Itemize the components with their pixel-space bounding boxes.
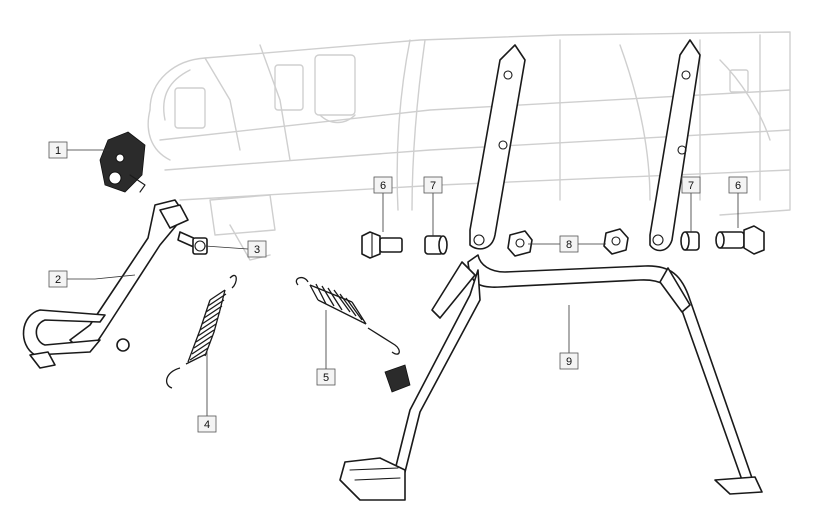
side-stand — [22, 199, 189, 369]
background-frame-outline — [147, 31, 791, 261]
flange-bolt-right — [715, 225, 765, 255]
nut-left — [507, 230, 533, 257]
callout-9-text: 9 — [566, 356, 572, 368]
callout-1: 1 — [48, 141, 68, 159]
callout-7-right-text: 7 — [688, 180, 694, 192]
callout-2: 2 — [48, 270, 68, 288]
callout-6-right-text: 6 — [735, 180, 741, 192]
leader-lines — [67, 149, 739, 416]
side-stand-spring — [165, 274, 237, 389]
collar-right — [680, 231, 700, 251]
callout-3: 3 — [247, 240, 267, 258]
callout-6-right: 6 — [728, 176, 748, 194]
callout-8: 8 — [559, 235, 579, 253]
callout-4: 4 — [197, 415, 217, 433]
callout-7-left: 7 — [423, 176, 443, 194]
callout-5: 5 — [316, 368, 336, 386]
callout-6-left-text: 6 — [380, 180, 386, 192]
callout-8-text: 8 — [566, 239, 572, 251]
callout-9: 9 — [559, 352, 579, 370]
callout-1-text: 1 — [55, 145, 61, 157]
side-stand-switch — [99, 131, 146, 193]
collar-left — [424, 235, 448, 255]
callout-7-left-text: 7 — [430, 180, 436, 192]
callout-2-text: 2 — [55, 274, 61, 286]
pivot-bolt — [177, 231, 208, 255]
main-stand — [339, 39, 763, 501]
callout-4-text: 4 — [204, 419, 210, 431]
main-stand-spring — [295, 276, 400, 355]
nut-right — [603, 228, 629, 255]
callout-7-right: 7 — [681, 176, 701, 194]
callout-3-text: 3 — [254, 244, 260, 256]
callout-5-text: 5 — [323, 372, 329, 384]
callout-6-left: 6 — [373, 176, 393, 194]
flange-bolt-left — [361, 231, 403, 259]
